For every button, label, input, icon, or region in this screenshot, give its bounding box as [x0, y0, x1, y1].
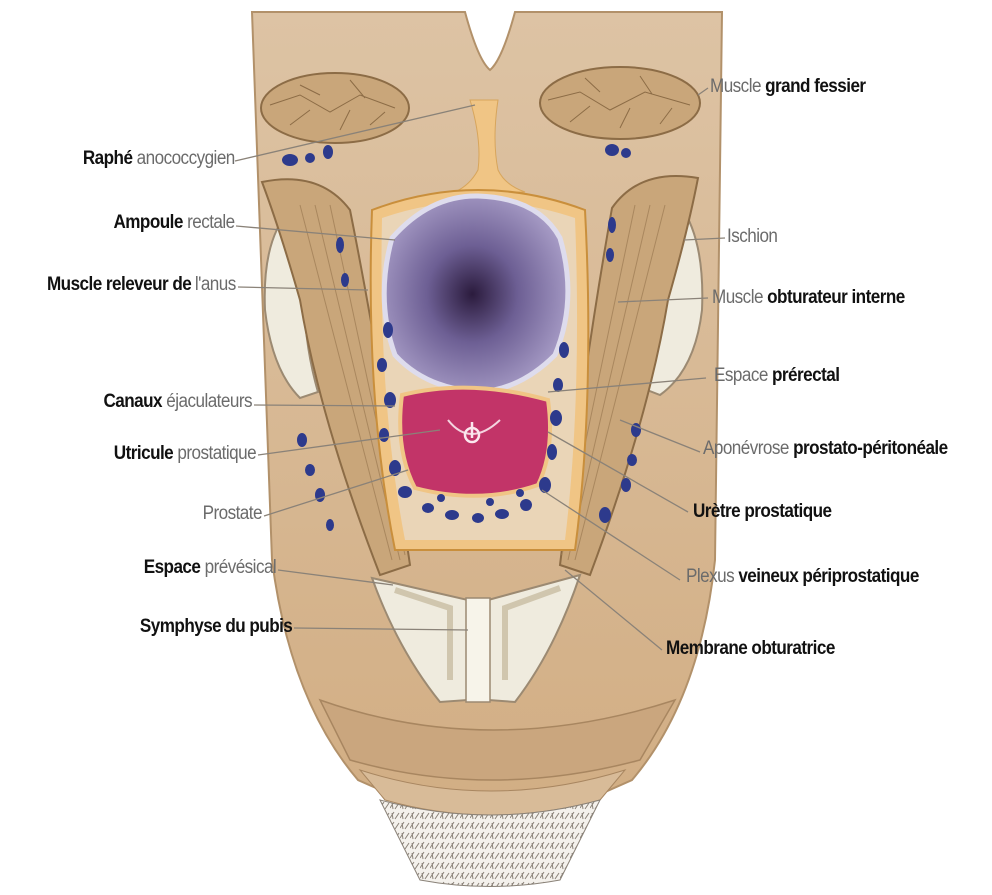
- label-membrane: Membrane obturatrice: [666, 638, 835, 660]
- label-utricule-bold: Utricule: [114, 443, 173, 464]
- label-grand-fessier-grey: Muscle: [710, 76, 761, 97]
- label-utricule: Utricule prostatique: [114, 443, 256, 465]
- label-symphyse: Symphyse du pubis: [140, 616, 292, 638]
- label-uretre-bold: Urètre prostatique: [693, 501, 832, 522]
- label-espace-prevesical-bold: Espace: [144, 557, 201, 578]
- label-canaux-bold: Canaux: [104, 391, 163, 412]
- label-releveur-bold: Muscle releveur de: [47, 274, 191, 295]
- label-espace-prevesical-grey: prévésical: [204, 557, 276, 578]
- gluteus-right: [540, 67, 700, 139]
- label-ischion: Ischion: [727, 226, 777, 248]
- label-raphe-grey: anococcygien: [137, 148, 235, 169]
- label-espace-prevesical: Espace prévésical: [144, 557, 276, 579]
- label-prostate-grey: Prostate: [203, 503, 262, 524]
- label-ischion-grey: Ischion: [727, 226, 777, 247]
- label-symphyse-bold: Symphyse du pubis: [140, 616, 292, 637]
- label-utricule-grey: prostatique: [177, 443, 256, 464]
- label-obturateur-grey: Muscle: [712, 287, 763, 308]
- label-raphe: Raphé anococcygien: [83, 148, 235, 170]
- label-canaux: Canaux éjaculateurs: [104, 391, 252, 413]
- label-aponevrose-bold: prostato-péritonéale: [793, 438, 948, 459]
- label-aponevrose: Aponévrose prostato-péritonéale: [703, 438, 948, 460]
- label-grand-fessier-bold: grand fessier: [765, 76, 865, 97]
- label-raphe-bold: Raphé: [83, 148, 133, 169]
- label-aponevrose-grey: Aponévrose: [703, 438, 789, 459]
- label-releveur-grey: l'anus: [195, 274, 236, 295]
- label-plexus-bold: veineux périprostatique: [738, 566, 918, 587]
- label-obturateur-bold: obturateur interne: [767, 287, 905, 308]
- label-ampoule-grey: rectale: [187, 212, 235, 233]
- label-membrane-bold: Membrane obturatrice: [666, 638, 835, 659]
- label-prostate: Prostate: [203, 503, 262, 525]
- label-ampoule-bold: Ampoule: [114, 212, 183, 233]
- label-ampoule: Ampoule rectale: [114, 212, 235, 234]
- label-plexus: Plexus veineux périprostatique: [686, 566, 919, 588]
- label-obturateur: Muscle obturateur interne: [712, 287, 905, 309]
- rectum: [384, 196, 568, 392]
- symphysis-disc: [466, 598, 490, 702]
- label-grand-fessier: Muscle grand fessier: [710, 76, 866, 98]
- label-uretre: Urètre prostatique: [693, 501, 832, 523]
- label-plexus-grey: Plexus: [686, 566, 734, 587]
- label-espace-prerectal-grey: Espace: [714, 365, 768, 386]
- label-espace-prerectal-bold: prérectal: [772, 365, 839, 386]
- label-espace-prerectal: Espace prérectal: [714, 365, 839, 387]
- gluteus-left: [261, 73, 409, 143]
- label-canaux-grey: éjaculateurs: [166, 391, 252, 412]
